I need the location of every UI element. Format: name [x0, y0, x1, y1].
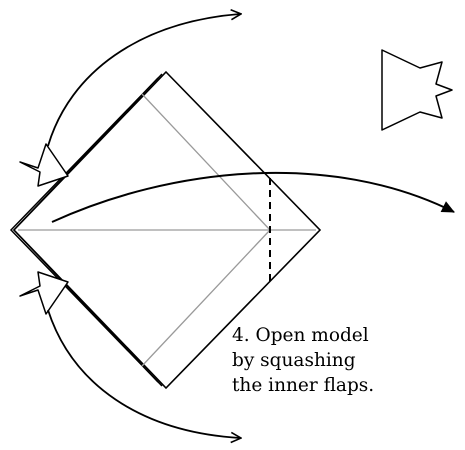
- next-step-shape: [381, 49, 453, 131]
- upper-curved-arrow: [47, 14, 240, 147]
- right-fold-arrow: [51, 171, 455, 223]
- instruction-line-3: the inner flaps.: [232, 375, 375, 396]
- crease-lines: [18, 93, 316, 367]
- lower-curved-arrow: [47, 309, 240, 438]
- instruction-line-2: by squashing: [232, 350, 356, 371]
- open-arrow-upper-icon: [19, 143, 69, 187]
- step-instruction: 4. Open model by squashing the inner fla…: [232, 323, 374, 398]
- instruction-line-1: 4. Open model: [232, 325, 369, 346]
- open-arrow-lower-icon: [19, 271, 69, 315]
